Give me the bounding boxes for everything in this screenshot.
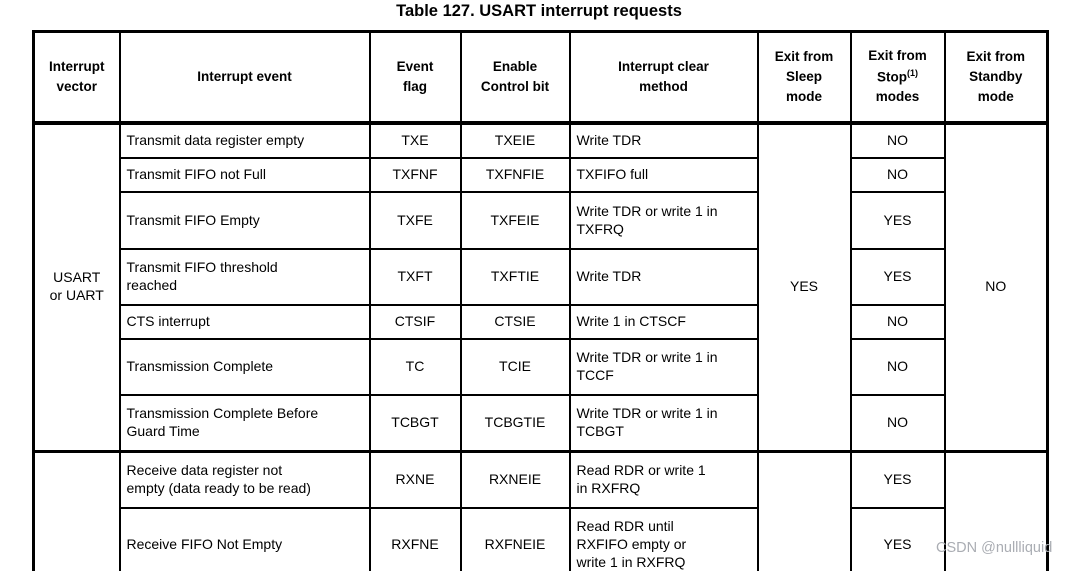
- header-row: Interrupt vector Interrupt event Event f…: [32, 30, 1049, 125]
- cell-exit-stop: NO: [849, 394, 946, 452]
- cell-exit-stop: YES: [849, 191, 946, 250]
- cell-exit-stop: YES: [849, 248, 946, 306]
- cell-event-flag: TXFE: [368, 191, 462, 250]
- cell-interrupt-event: Transmission Complete: [118, 338, 371, 396]
- cell-enable-control-bit: TCBGTIE: [459, 394, 571, 452]
- cell-event-flag: RXFNE: [368, 507, 462, 571]
- cell-interrupt-clear-method: Write TDR: [568, 122, 759, 159]
- cell-event-flag: TXFNF: [368, 157, 462, 193]
- table-row: CTS interrupt CTSIF CTSIE Write 1 in CTS…: [34, 304, 1048, 340]
- cell-interrupt-event: Transmission Complete Before Guard Time: [118, 394, 371, 452]
- cell-interrupt-vector: [32, 449, 121, 571]
- cell-exit-sleep: [756, 449, 852, 571]
- cell-interrupt-event: Transmit FIFO threshold reached: [118, 248, 371, 306]
- col-header-interrupt-clear-method: Interrupt clear method: [568, 30, 759, 125]
- col-header-event-flag: Event flag: [368, 30, 462, 125]
- cell-enable-control-bit: RXFNEIE: [459, 507, 571, 571]
- cell-enable-control-bit: RXNEIE: [459, 449, 571, 509]
- cell-interrupt-vector: USART or UART: [32, 122, 121, 452]
- table-row: USART or UART Transmit data register emp…: [32, 122, 1049, 452]
- cell-enable-control-bit: TXEIE: [459, 122, 571, 159]
- table-row: Transmit FIFO not Full TXFNF TXFNFIE TXF…: [34, 157, 1048, 193]
- col-header-enable-control-bit: Enable Control bit: [459, 30, 571, 125]
- cell-interrupt-clear-method: Read RDR or write 1 in RXFRQ: [568, 449, 759, 509]
- table-row: Receive data register not empty (data re…: [32, 449, 1049, 571]
- col-header-interrupt-vector: Interrupt vector: [32, 30, 121, 125]
- cell-interrupt-clear-method: Read RDR until RXFIFO empty or write 1 i…: [568, 507, 759, 571]
- cell-enable-control-bit: TCIE: [459, 338, 571, 396]
- cell-exit-sleep: YES: [756, 122, 852, 452]
- table-row: Transmission Complete TC TCIE Write TDR …: [34, 338, 1048, 396]
- table-body: USART or UART Transmit data register emp…: [32, 122, 1049, 571]
- cell-interrupt-clear-method: Write TDR or write 1 in TXFRQ: [568, 191, 759, 250]
- cell-interrupt-event: Transmit FIFO not Full: [118, 157, 371, 193]
- cell-exit-stop: NO: [849, 304, 946, 340]
- table-row: Transmit FIFO Empty TXFE TXFEIE Write TD…: [34, 191, 1048, 250]
- cell-enable-control-bit: TXFNFIE: [459, 157, 571, 193]
- table-row: Transmission Complete Before Guard Time …: [34, 394, 1048, 452]
- cell-enable-control-bit: TXFTIE: [459, 248, 571, 306]
- table-header: Interrupt vector Interrupt event Event f…: [32, 30, 1049, 125]
- cell-event-flag: TXFT: [368, 248, 462, 306]
- cell-exit-stop: NO: [849, 157, 946, 193]
- cell-exit-stop: YES: [849, 449, 946, 509]
- cell-exit-stop: NO: [849, 338, 946, 396]
- usart-interrupt-table: Interrupt vector Interrupt event Event f…: [32, 30, 1049, 571]
- cell-interrupt-clear-method: Write 1 in CTSCF: [568, 304, 759, 340]
- cell-interrupt-clear-method: Write TDR or write 1 in TCBGT: [568, 394, 759, 452]
- cell-event-flag: TC: [368, 338, 462, 396]
- cell-exit-stop: YES: [849, 507, 946, 571]
- cell-exit-stop: NO: [849, 122, 946, 159]
- cell-interrupt-event: CTS interrupt: [118, 304, 371, 340]
- cell-event-flag: CTSIF: [368, 304, 462, 340]
- header-exit-stop-line1: Exit from: [868, 48, 927, 64]
- col-header-exit-sleep: Exit from Sleep mode: [756, 30, 852, 125]
- cell-enable-control-bit: CTSIE: [459, 304, 571, 340]
- col-header-exit-standby: Exit from Standby mode: [943, 30, 1049, 125]
- header-exit-stop-line2: Stop: [877, 69, 907, 85]
- header-exit-stop-line3: modes: [875, 89, 920, 105]
- cell-exit-standby: NO: [943, 122, 1049, 452]
- cell-interrupt-clear-method: Write TDR: [568, 248, 759, 306]
- table-row: Receive FIFO Not Empty RXFNE RXFNEIE Rea…: [34, 507, 1048, 571]
- table-row: Transmit FIFO threshold reached TXFT TXF…: [34, 248, 1048, 306]
- cell-interrupt-clear-method: TXFIFO full: [568, 157, 759, 193]
- cell-exit-standby: [943, 449, 1049, 571]
- cell-interrupt-event: Transmit data register empty: [118, 122, 371, 159]
- cell-interrupt-event: Receive data register not empty (data re…: [118, 449, 371, 509]
- cell-interrupt-clear-method: Write TDR or write 1 in TCCF: [568, 338, 759, 396]
- cell-interrupt-event: Transmit FIFO Empty: [118, 191, 371, 250]
- col-header-interrupt-event: Interrupt event: [118, 30, 371, 125]
- page-title: Table 127. USART interrupt requests: [396, 2, 682, 20]
- cell-enable-control-bit: TXFEIE: [459, 191, 571, 250]
- csdn-watermark: CSDN @nullliquid: [936, 540, 1053, 556]
- cell-interrupt-event: Receive FIFO Not Empty: [118, 507, 371, 571]
- cell-event-flag: RXNE: [368, 449, 462, 509]
- footnote-ref-icon: (1): [907, 67, 918, 78]
- cell-event-flag: TCBGT: [368, 394, 462, 452]
- cell-event-flag: TXE: [368, 122, 462, 159]
